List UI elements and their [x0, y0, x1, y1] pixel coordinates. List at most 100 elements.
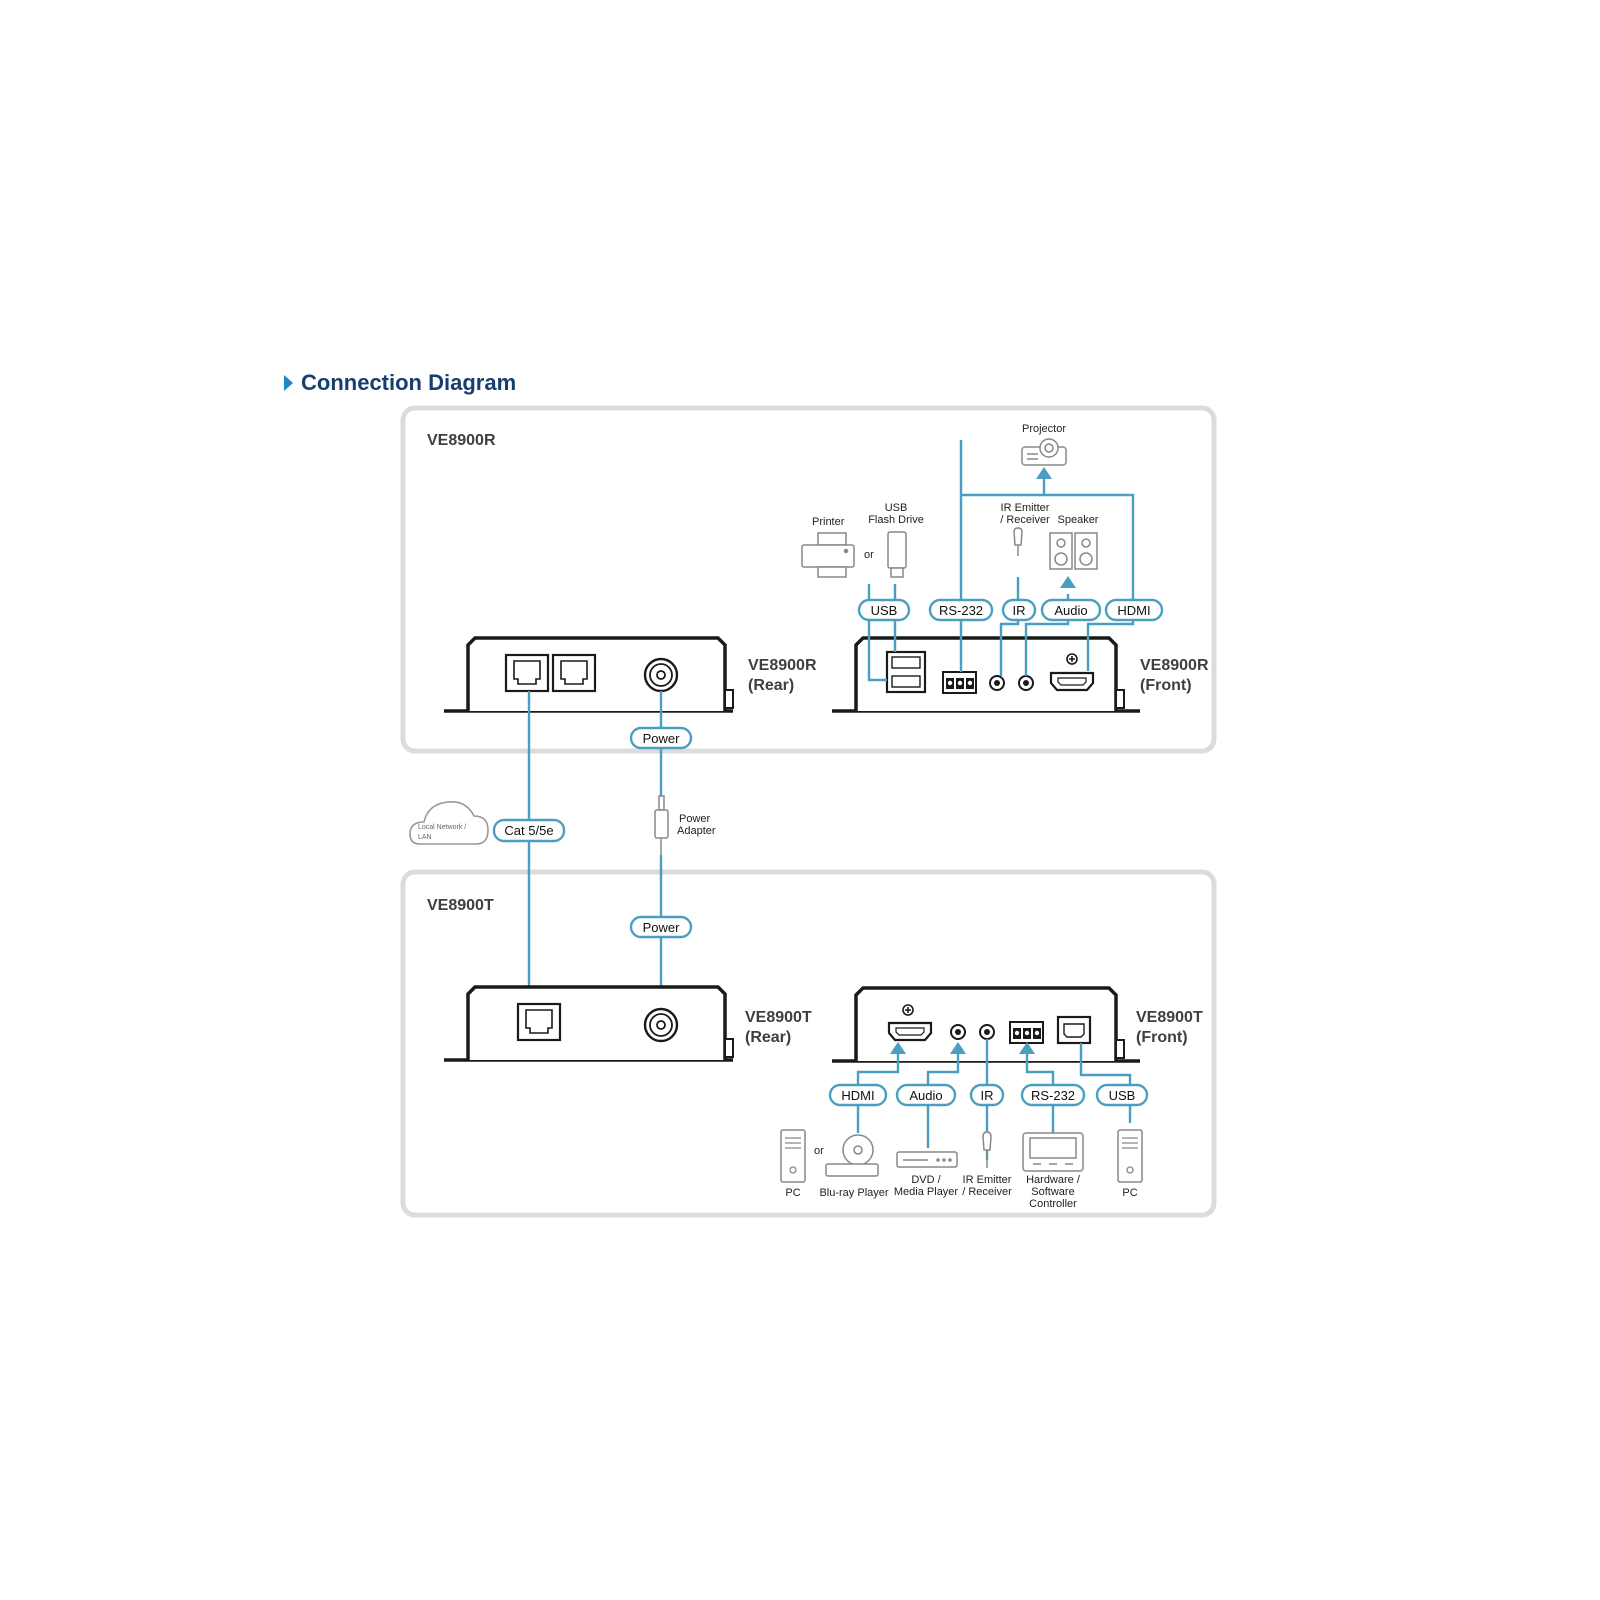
receiver-power-pill: Power: [629, 726, 693, 750]
transmitter-rear-device: [444, 985, 734, 1062]
receiver-rs232-pill: RS-232: [928, 598, 994, 622]
projector-icon: [1021, 438, 1067, 466]
audio-input-arrow-icon: [950, 1042, 966, 1054]
pc-left-label: PC: [785, 1187, 800, 1199]
dvd-player-label-line1: DVD /: [911, 1174, 941, 1186]
printer-label: Printer: [812, 516, 845, 528]
transmitter-rj45-port: [516, 1002, 562, 1042]
receiver-audio-jack: [1018, 675, 1034, 691]
svg-text:Audio: Audio: [1054, 603, 1087, 618]
svg-text:USB: USB: [1109, 1088, 1136, 1103]
transmitter-rs232-terminal: [1009, 1021, 1044, 1044]
controller-icon: [1022, 1132, 1084, 1172]
transmitter-section-label: VE8900T: [427, 897, 494, 914]
receiver-rear-device: [444, 636, 734, 713]
transmitter-power-jack: [643, 1007, 679, 1043]
pc-right-icon: [1117, 1129, 1143, 1183]
receiver-rj45-port-2: [551, 653, 597, 693]
svg-text:Power: Power: [643, 731, 681, 746]
receiver-front-label-line1: VE8900R: [1140, 657, 1209, 674]
receiver-section-label: VE8900R: [427, 432, 496, 449]
transmitter-ir-pill: IR: [969, 1083, 1005, 1107]
transmitter-hdmi-port: [887, 1021, 933, 1042]
rs232-input-arrow-icon: [1019, 1042, 1035, 1054]
dvd-player-icon: [896, 1151, 958, 1168]
svg-text:IR: IR: [981, 1088, 994, 1103]
receiver-usb-pill: USB: [857, 598, 911, 622]
svg-text:RS-232: RS-232: [939, 603, 983, 618]
transmitter-power-pill: Power: [629, 915, 693, 939]
transmitter-front-label-line2: (Front): [1136, 1029, 1188, 1046]
usb-flash-drive-label-line2: Flash Drive: [868, 514, 924, 526]
svg-text:Power: Power: [643, 920, 681, 935]
dvd-player-label-line2: Media Player: [894, 1186, 959, 1198]
receiver-power-jack: [643, 657, 679, 693]
heading-arrow-icon: [284, 375, 293, 391]
receiver-rj45-port-1: [504, 653, 550, 693]
speaker-arrow-icon: [1060, 576, 1076, 588]
transmitter-ir-emitter-label-line2: / Receiver: [962, 1186, 1012, 1198]
network-label-line1: Local Network /: [418, 824, 466, 831]
transmitter-or-label: or: [814, 1145, 824, 1157]
receiver-rear-label-line2: (Rear): [748, 677, 794, 694]
printer-icon: [801, 532, 855, 578]
receiver-hdmi-pill: HDMI: [1104, 598, 1164, 622]
receiver-rear-label-line1: VE8900R: [748, 657, 817, 674]
speaker-icon: [1049, 532, 1098, 570]
cat5-cable-pill: Cat 5/5e: [492, 818, 566, 843]
transmitter-rs232-pill: RS-232: [1020, 1083, 1086, 1107]
power-adapter-label-line1: Power: [679, 813, 711, 825]
receiver-ir-pill: IR: [1001, 598, 1037, 622]
transmitter-panel: [400, 869, 1217, 1218]
receiver-ir-emitter-label-line1: IR Emitter: [1001, 502, 1050, 514]
controller-label-line1: Hardware /: [1026, 1174, 1081, 1186]
transmitter-usb-pill: USB: [1095, 1083, 1149, 1107]
svg-text:USB: USB: [871, 603, 898, 618]
bluray-player-label: Blu-ray Player: [819, 1187, 888, 1199]
transmitter-front-label-line1: VE8900T: [1136, 1009, 1203, 1026]
pc-left-icon: [780, 1129, 806, 1183]
receiver-ir-emitter-label-line2: / Receiver: [1000, 514, 1050, 526]
svg-text:HDMI: HDMI: [841, 1088, 874, 1103]
transmitter-ir-emitter-label-line1: IR Emitter: [963, 1174, 1012, 1186]
transmitter-rear-label-line2: (Rear): [745, 1029, 791, 1046]
transmitter-hdmi-pill: HDMI: [828, 1083, 888, 1107]
receiver-ir-jack: [989, 675, 1005, 691]
usb-flash-drive-label-line1: USB: [885, 502, 908, 514]
transmitter-audio-jack: [950, 1024, 966, 1040]
projector-label: Projector: [1022, 423, 1066, 435]
receiver-rs232-terminal: [942, 671, 977, 694]
svg-text:HDMI: HDMI: [1117, 603, 1150, 618]
cloud-icon: [409, 800, 489, 845]
controller-label-line2: Software: [1031, 1186, 1074, 1198]
receiver-ir-emitter-icon: [1013, 527, 1023, 556]
svg-text:Audio: Audio: [909, 1088, 942, 1103]
diagram-heading: Connection Diagram: [284, 370, 516, 396]
transmitter-rear-label-line1: VE8900T: [745, 1009, 812, 1026]
network-label-line2: LAN: [418, 834, 432, 841]
receiver-hdmi-port: [1049, 671, 1095, 692]
bluray-player-icon: [825, 1134, 879, 1177]
svg-text:IR: IR: [1013, 603, 1026, 618]
transmitter-usb-port: [1056, 1015, 1092, 1045]
receiver-or-label: or: [864, 549, 874, 561]
receiver-audio-pill: Audio: [1040, 598, 1102, 622]
receiver-arrows: [1036, 467, 1076, 588]
transmitter-ir-emitter-icon: [982, 1131, 992, 1168]
hdmi-input-arrow-icon: [890, 1042, 906, 1054]
pc-right-label: PC: [1122, 1187, 1137, 1199]
svg-text:RS-232: RS-232: [1031, 1088, 1075, 1103]
controller-label-line3: Controller: [1029, 1198, 1077, 1210]
usb-flash-drive-icon: [887, 531, 907, 578]
projector-arrow-icon: [1036, 467, 1052, 479]
receiver-front-device: [832, 636, 1140, 713]
transmitter-ir-jack: [979, 1024, 995, 1040]
svg-text:Cat 5/5e: Cat 5/5e: [504, 823, 553, 838]
transmitter-audio-pill: Audio: [895, 1083, 957, 1107]
power-adapter-icon: [654, 795, 669, 856]
power-adapter-label-line2: Adapter: [677, 825, 716, 837]
page-title: Connection Diagram: [301, 370, 517, 395]
receiver-usb-port: [885, 650, 927, 694]
transmitter-arrows: [890, 1042, 1035, 1054]
